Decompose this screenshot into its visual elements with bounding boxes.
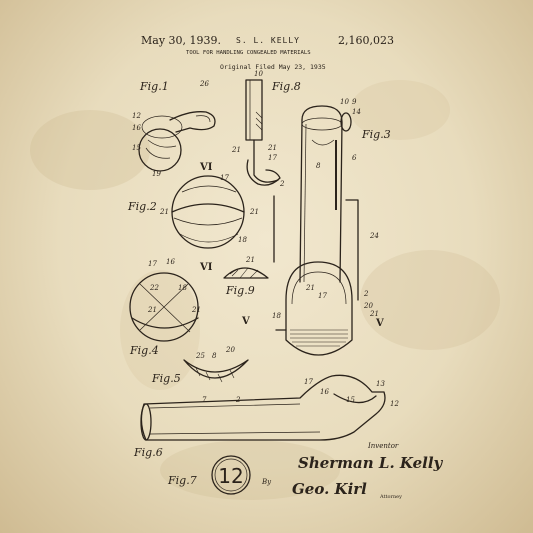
svg-text:24: 24 <box>369 232 379 240</box>
svg-text:10: 10 <box>340 98 349 106</box>
svg-text:8: 8 <box>212 352 217 360</box>
svg-text:17: 17 <box>268 154 277 162</box>
svg-text:18: 18 <box>238 236 247 244</box>
inventor-name: S. L. KELLY <box>236 36 300 45</box>
svg-text:19: 19 <box>152 170 161 178</box>
svg-text:15: 15 <box>346 396 355 404</box>
section-v-left: V <box>241 316 250 327</box>
svg-text:2: 2 <box>363 290 369 298</box>
by-label: By <box>261 478 272 486</box>
svg-text:8: 8 <box>316 162 321 170</box>
svg-text:16: 16 <box>320 388 329 396</box>
figure-7-label: Fig.7 <box>167 474 197 487</box>
section-vi-top: VI <box>199 162 213 173</box>
patent-date: May 30, 1939. <box>141 34 222 47</box>
section-v-right: V <box>375 318 384 329</box>
svg-text:22: 22 <box>149 284 159 292</box>
svg-text:21: 21 <box>305 284 315 292</box>
svg-text:17: 17 <box>318 292 327 300</box>
svg-text:20: 20 <box>225 346 235 354</box>
section-vi-bottom: VI <box>199 262 213 273</box>
svg-text:20: 20 <box>363 302 373 310</box>
attorney-signature: Geo. Kirl <box>292 480 367 498</box>
svg-text:12: 12 <box>132 112 141 120</box>
figure-8-drawing: Fig.8 10 21 17 21 2 <box>231 70 301 188</box>
svg-text:13: 13 <box>376 380 385 388</box>
svg-text:15: 15 <box>132 144 141 152</box>
svg-text:21: 21 <box>147 306 157 314</box>
svg-text:21: 21 <box>369 310 379 318</box>
figure-9-label: Fig.9 <box>225 284 255 297</box>
svg-text:10: 10 <box>254 70 263 78</box>
svg-text:21: 21 <box>231 146 241 154</box>
svg-text:7: 7 <box>202 396 207 404</box>
figure-8-label: Fig.8 <box>271 80 301 93</box>
svg-text:17: 17 <box>148 260 157 268</box>
figure-5-label: Fig.5 <box>151 372 181 385</box>
svg-text:21: 21 <box>249 208 259 216</box>
figure-3-label: Fig.3 <box>361 128 391 141</box>
svg-text:26: 26 <box>199 80 209 88</box>
svg-text:25: 25 <box>195 352 205 360</box>
svg-text:17: 17 <box>304 378 313 386</box>
attorney-role-label: Attorney <box>379 494 402 500</box>
figure-4-drawing: Fig.4 17 16 22 18 21 21 <box>129 258 201 357</box>
figure-7-drawing: 12 Fig.7 <box>167 455 251 495</box>
patent-title: TOOL FOR HANDLING CONGEALED MATERIALS <box>186 50 311 56</box>
svg-text:2: 2 <box>235 396 241 404</box>
figure-3-drawing: Fig.3 10 9 14 8 24 6 <box>299 98 391 283</box>
inventor-role-label: Inventor <box>367 442 399 450</box>
figure-7-badge-number: 12 <box>218 464 243 488</box>
svg-text:2: 2 <box>279 180 285 188</box>
figure-6-drawing: Fig.6 17 16 15 13 12 7 2 <box>133 374 399 459</box>
svg-text:9: 9 <box>352 98 357 106</box>
figure-4-label: Fig.4 <box>129 344 159 357</box>
svg-text:21: 21 <box>191 306 201 314</box>
figure-2-label: Fig.2 <box>127 200 157 213</box>
patent-number: 2,160,023 <box>338 34 394 47</box>
svg-text:14: 14 <box>352 108 361 116</box>
figure-1-label: Fig.1 <box>139 80 169 93</box>
svg-text:12: 12 <box>390 400 399 408</box>
svg-text:21: 21 <box>267 144 277 152</box>
svg-text:18: 18 <box>178 284 187 292</box>
svg-text:21: 21 <box>245 256 255 264</box>
figure-9-drawing: Fig.9 21 <box>223 256 269 297</box>
filing-date: Original Filed May 23, 1935 <box>220 63 326 71</box>
svg-text:16: 16 <box>166 258 175 266</box>
figure-1-drawing: Fig.1 26 12 16 15 19 <box>132 80 216 178</box>
svg-text:17: 17 <box>220 174 229 182</box>
svg-text:21: 21 <box>159 208 169 216</box>
signature-block: Inventor Sherman L. Kelly By Geo. Kirl A… <box>261 442 444 500</box>
figure-3-bowl-drawing: V V 21 17 2 20 21 18 <box>241 195 384 356</box>
svg-text:16: 16 <box>132 124 141 132</box>
figure-6-label: Fig.6 <box>133 446 163 459</box>
figure-2-drawing: Fig.2 VI VI 17 18 21 21 <box>127 162 259 273</box>
inventor-signature: Sherman L. Kelly <box>298 454 444 472</box>
figure-5-drawing: Fig.5 25 8 20 <box>151 346 249 385</box>
svg-text:6: 6 <box>352 154 357 162</box>
svg-text:18: 18 <box>272 312 281 320</box>
